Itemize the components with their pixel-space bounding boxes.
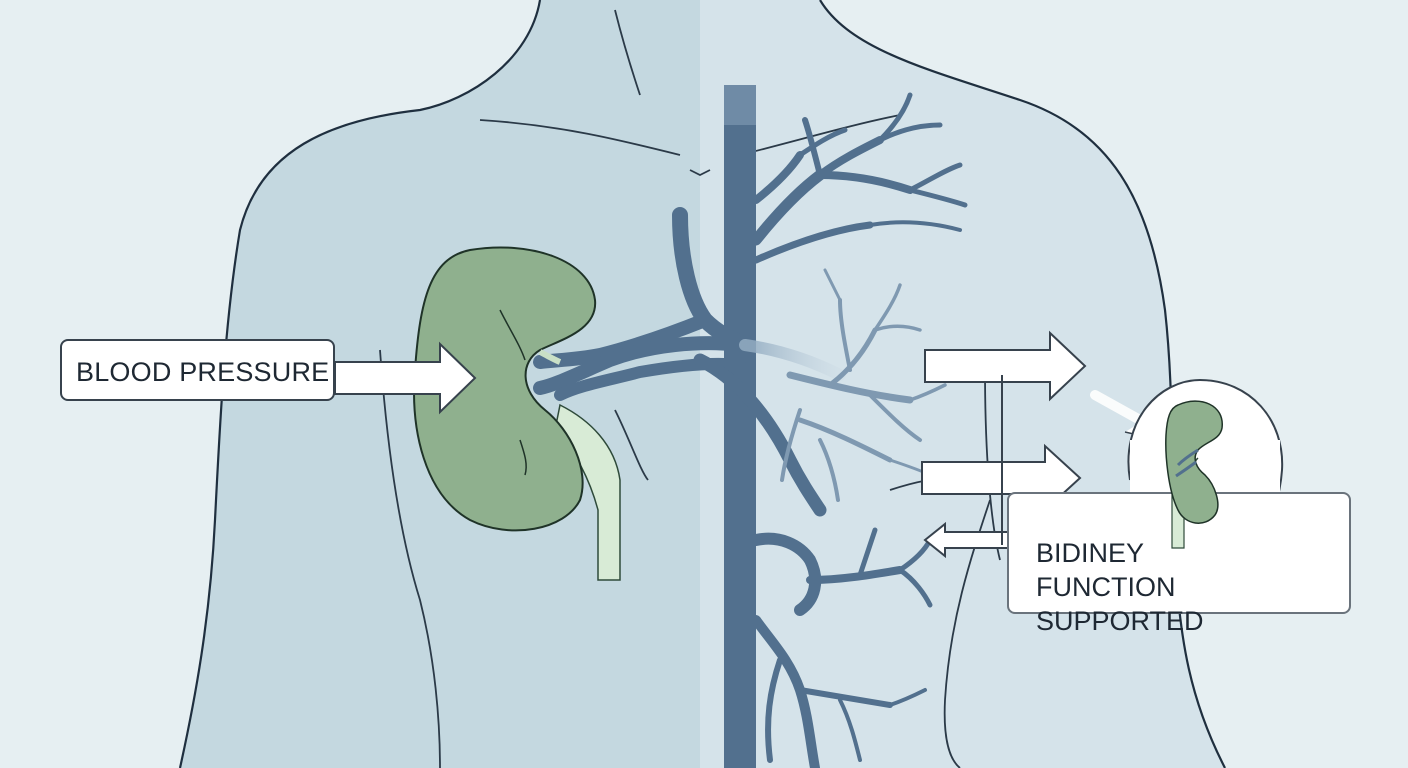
vessel-tree-middle [780, 268, 947, 502]
arrow-right-icon [924, 330, 1087, 402]
kidney-icon [413, 246, 621, 581]
vessel-tree-upper [750, 92, 968, 264]
blood-pressure-label: BLOOD PRESSURE [60, 339, 335, 401]
vessel-tree-lower [750, 527, 933, 768]
kidney-function-label: BIDINEY FUNCTION SUPPORTED [1007, 492, 1351, 636]
aorta [724, 85, 756, 768]
kidney-function-line1: BIDINEY [1036, 538, 1145, 568]
arrow-right-icon [334, 341, 477, 415]
torso-outline-right [819, 0, 1226, 768]
kidney-function-line2: FUNCTION SUPPORTED [1036, 572, 1204, 636]
torso-outline [178, 0, 542, 768]
